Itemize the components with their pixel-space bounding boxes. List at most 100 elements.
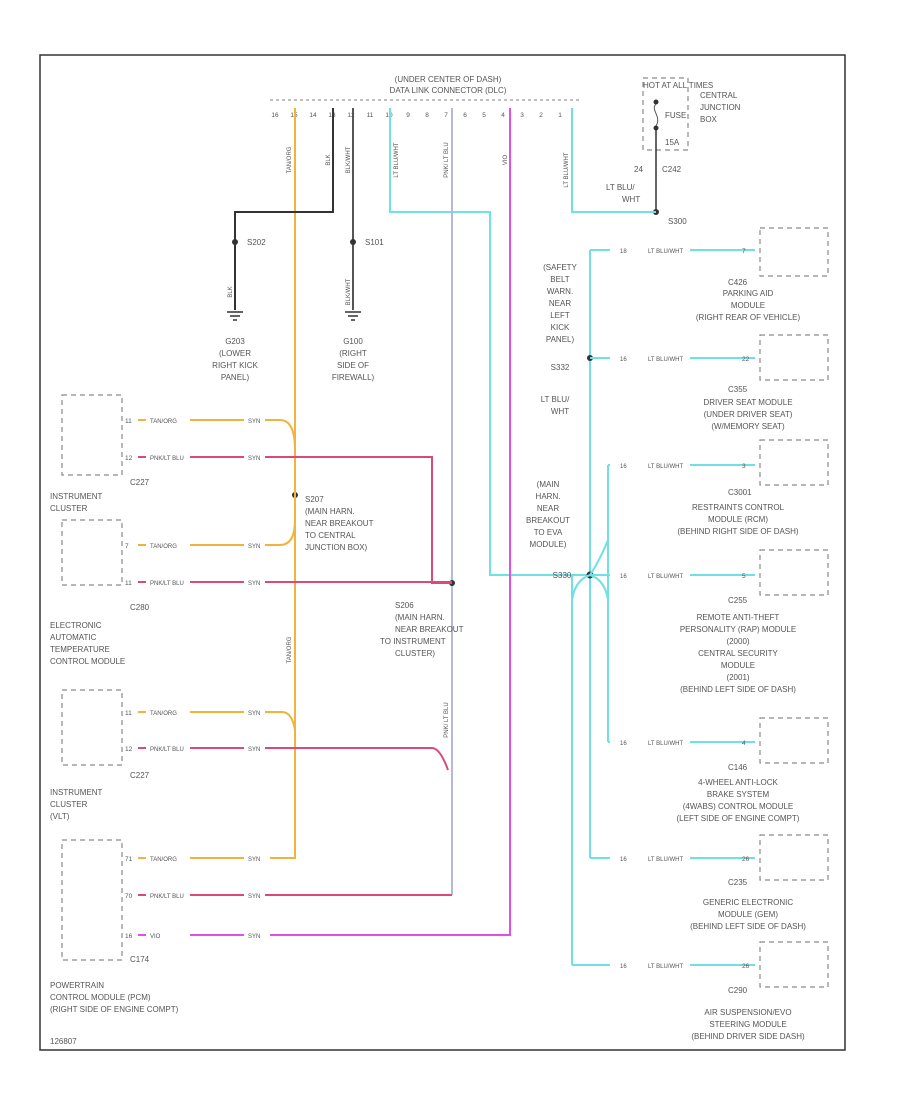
wire-runs xyxy=(234,108,656,965)
wire-label-lt-blu-wht-dlc: LT BLU/WHT xyxy=(394,142,400,177)
wire-label-blk-wht-ground: BLK/WHT xyxy=(346,278,352,305)
left-module-pin: 12 xyxy=(125,746,133,753)
ground-label-g100: G100 (RIGHT SIDE OF FIREWALL) xyxy=(332,337,375,382)
left-module-pin: 7 xyxy=(125,543,129,550)
wire-label-tan-org-mid: TAN/ORG xyxy=(287,636,293,663)
right-module-wire-color: LT BLU/WHT xyxy=(648,857,683,863)
svg-text:WARN.: WARN. xyxy=(547,287,573,296)
right-module-label: (UNDER DRIVER SEAT) xyxy=(704,410,793,419)
vio-wire xyxy=(270,108,511,936)
splice-dot-s202 xyxy=(232,239,238,245)
left-module-wire-tag: SYN xyxy=(248,456,260,462)
left-module-label: ELECTRONIC xyxy=(50,621,102,630)
svg-text:PANEL): PANEL) xyxy=(546,335,575,344)
right-module-label: AIR SUSPENSION/EVO xyxy=(704,1008,791,1017)
dlc-pin: 2 xyxy=(539,112,543,119)
dlc-title-line1: (UNDER CENTER OF DASH) xyxy=(395,75,502,84)
dlc-title-line2: DATA LINK CONNECTOR (DLC) xyxy=(390,86,507,95)
right-module-wire-tag: 22 xyxy=(742,356,750,363)
right-module-label: REMOTE ANTI-THEFT xyxy=(697,613,780,622)
cjb-label-hot: HOT AT ALL TIMES xyxy=(643,81,713,90)
left-module-wire-color: PNK/LT BLU xyxy=(150,894,184,900)
tan-org-trunk xyxy=(270,108,296,859)
wire-label-blk: BLK xyxy=(326,154,332,165)
right-module-pin: 16 xyxy=(620,741,627,747)
right-module-box xyxy=(759,439,829,486)
right-module-pin: 16 xyxy=(620,857,627,863)
svg-text:NEAR: NEAR xyxy=(537,504,559,513)
svg-text:(MAIN HARN.: (MAIN HARN. xyxy=(305,507,355,516)
left-module-pin: 11 xyxy=(125,710,132,717)
cjb-pin: 24 xyxy=(634,165,643,174)
s330-fanout xyxy=(589,574,609,601)
right-module-label: PARKING AID xyxy=(723,289,774,298)
right-module-label: (W/MEMORY SEAT) xyxy=(711,422,785,431)
right-module-pin: 16 xyxy=(620,464,627,470)
right-module-label: (BEHIND RIGHT SIDE OF DASH) xyxy=(677,527,799,536)
right-module-label: MODULE xyxy=(731,301,765,310)
right-module-box xyxy=(759,941,829,988)
ground-symbol-g100 xyxy=(345,311,361,321)
right-module-label: BRAKE SYSTEM xyxy=(707,790,770,799)
splice-label-s101: S101 xyxy=(365,238,384,247)
left-module-pin: 11 xyxy=(125,418,132,425)
cjb-fuse-label: FUSE xyxy=(665,111,686,120)
svg-text:TO EVA: TO EVA xyxy=(534,528,563,537)
left-module-wire-color: TAN/ORG xyxy=(150,857,177,863)
left-module-wire-tag: SYN xyxy=(248,581,260,587)
s332-wire-line2: WHT xyxy=(551,407,569,416)
s330-fanout xyxy=(589,539,609,576)
right-module-label: DRIVER SEAT MODULE xyxy=(703,398,792,407)
left-module-wire-tag: SYN xyxy=(248,419,260,425)
dlc-pin: 14 xyxy=(309,112,317,119)
left-module-label: CLUSTER xyxy=(50,800,88,809)
right-module-box xyxy=(759,334,829,381)
right-module-connector: C3001 xyxy=(728,488,752,497)
left-module-pin: 70 xyxy=(125,893,133,900)
right-module-label: (BEHIND DRIVER SIDE DASH) xyxy=(691,1032,805,1041)
right-module-connector: C426 xyxy=(728,278,748,287)
splice-label-s330: S330 xyxy=(553,571,572,580)
splice-label-s207: S207 xyxy=(305,495,324,504)
svg-text:HARN.: HARN. xyxy=(536,492,561,501)
svg-text:PANEL): PANEL) xyxy=(221,373,250,382)
right-module-connector: C146 xyxy=(728,763,748,772)
svg-text:FIREWALL): FIREWALL) xyxy=(332,373,375,382)
right-module-connector: C290 xyxy=(728,986,748,995)
splice-note-s330: (MAIN HARN. NEAR BREAKOUT TO EVA MODULE) xyxy=(526,480,570,549)
diagram-frame xyxy=(39,54,846,1051)
cjb-wire-color-line1: LT BLU/ xyxy=(606,183,635,192)
cjb-wire-color-line2: WHT xyxy=(622,195,640,204)
right-module-pin: 18 xyxy=(620,249,627,255)
wire-label-vio: VIO xyxy=(503,155,509,166)
left-module-wire-tag: SYN xyxy=(248,711,260,717)
splice-label-s202: S202 xyxy=(247,238,266,247)
left-module-label: TEMPERATURE xyxy=(50,645,110,654)
right-module-pin: 16 xyxy=(620,574,627,580)
left-module-label: INSTRUMENT xyxy=(50,492,103,501)
left-module-pin: 11 xyxy=(125,580,132,587)
svg-text:RIGHT KICK: RIGHT KICK xyxy=(212,361,258,370)
left-module-label: AUTOMATIC xyxy=(50,633,97,642)
right-module-label: RESTRAINTS CONTROL xyxy=(692,503,785,512)
s332-wire-line1: LT BLU/ xyxy=(541,395,570,404)
right-module-wire-tag: 26 xyxy=(742,856,750,863)
right-module-label: (BEHIND LEFT SIDE OF DASH) xyxy=(680,685,796,694)
svg-text:(SAFETY: (SAFETY xyxy=(543,263,577,272)
dlc-pin: 8 xyxy=(425,112,429,119)
fuse-symbol xyxy=(653,103,659,127)
wire-label-blk-wht: BLK/WHT xyxy=(346,146,352,173)
blk-ground-wire xyxy=(234,108,334,310)
left-module-pin: 71 xyxy=(125,856,133,863)
splice-label-s332: S332 xyxy=(551,363,570,372)
dlc-pin: 4 xyxy=(501,112,505,119)
splice-label-s206: S206 xyxy=(395,601,414,610)
left-module-wire-color: PNK/LT BLU xyxy=(150,747,184,753)
central-junction-box xyxy=(642,77,689,151)
dlc-pin: 9 xyxy=(406,112,410,119)
right-module-wire-tag: 4 xyxy=(742,740,746,747)
left-module-wire-color: TAN/ORG xyxy=(150,419,177,425)
